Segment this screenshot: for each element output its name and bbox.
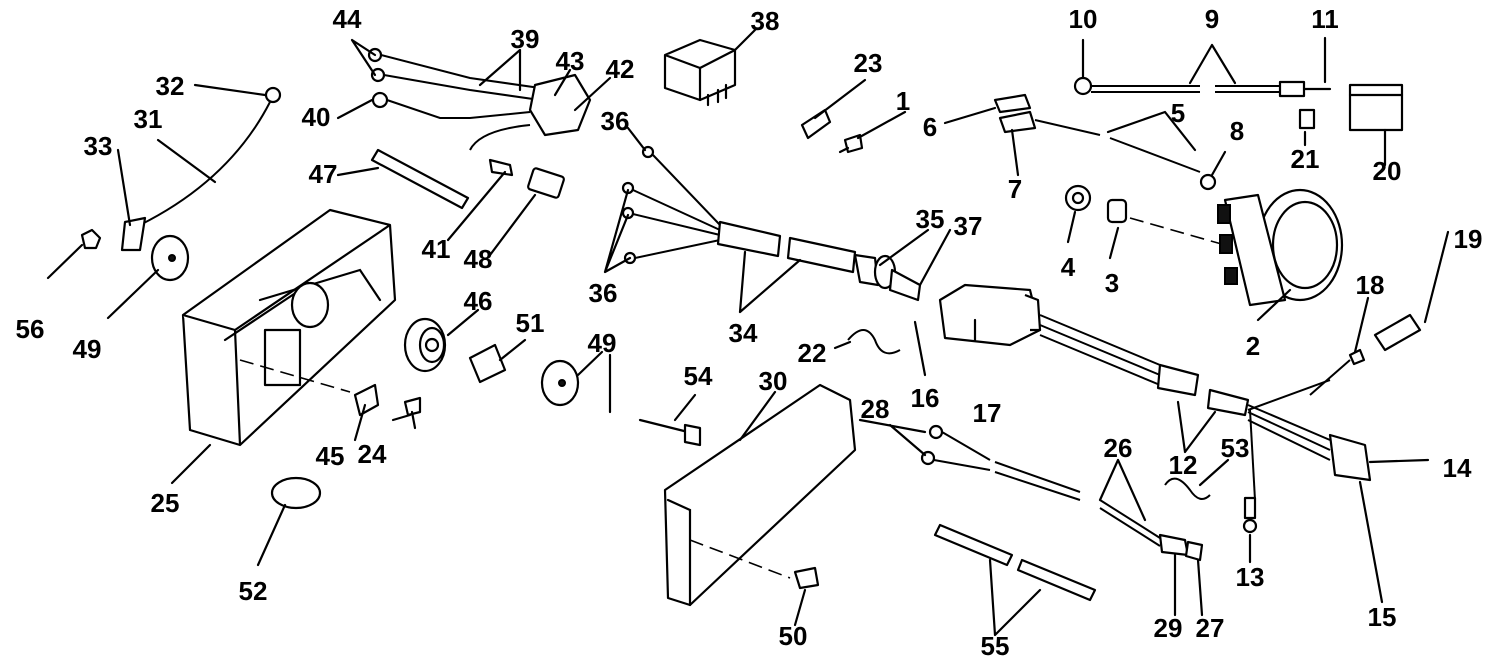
sleeves-55	[933, 523, 1097, 602]
socket-4	[1064, 184, 1092, 212]
label-45: 45	[316, 441, 345, 471]
label-22: 22	[798, 338, 827, 368]
connector-18	[1309, 348, 1366, 396]
label-47: 47	[309, 159, 338, 189]
lead-26	[920, 424, 1204, 562]
plug-16	[938, 283, 1372, 501]
label-34: 34	[729, 318, 758, 348]
screw-50	[793, 566, 820, 590]
label-51: 51	[516, 308, 545, 338]
cable-9	[1073, 76, 1332, 98]
label-35: 35	[916, 204, 945, 234]
label-2: 2	[1246, 331, 1260, 361]
washer-49-left	[150, 234, 190, 282]
label-4: 4	[1061, 252, 1076, 282]
grommet-46	[403, 317, 447, 373]
sleeve-47	[370, 148, 470, 210]
cover-30	[663, 383, 857, 607]
connector-19	[1373, 313, 1422, 352]
label-39: 39	[511, 24, 540, 54]
grommet-48	[527, 167, 565, 199]
label-40: 40	[302, 102, 331, 132]
label-32: 32	[156, 71, 185, 101]
label-37: 37	[954, 211, 983, 241]
callout-labels: 1 2 3 4 5 6 7 8 9 10 11 12 13 14 15 16 1…	[16, 4, 1483, 661]
nut-56	[80, 228, 102, 250]
label-31: 31	[134, 104, 163, 134]
connector-21	[1298, 108, 1316, 130]
cap-20	[1348, 83, 1404, 132]
label-10: 10	[1069, 4, 1098, 34]
bushing-51	[468, 343, 507, 384]
label-15: 15	[1368, 602, 1397, 632]
clip-45	[353, 383, 380, 417]
label-7: 7	[1008, 174, 1022, 204]
label-46: 46	[464, 286, 493, 316]
lead-5	[993, 93, 1217, 191]
label-19: 19	[1454, 224, 1483, 254]
label-21: 21	[1291, 144, 1320, 174]
label-55: 55	[981, 631, 1010, 661]
clip-53	[1164, 477, 1211, 500]
label-3: 3	[1105, 268, 1119, 298]
screw-24	[403, 396, 422, 430]
leader-lines	[46, 28, 1450, 637]
label-20: 20	[1373, 156, 1402, 186]
label-38: 38	[751, 6, 780, 36]
label-36-bottom: 36	[589, 278, 618, 308]
label-53: 53	[1221, 433, 1250, 463]
harness-34	[621, 145, 922, 302]
label-42: 42	[606, 54, 635, 84]
label-26: 26	[1104, 433, 1133, 463]
screw-1	[838, 133, 864, 154]
bolt-54	[638, 418, 702, 447]
label-18: 18	[1356, 270, 1385, 300]
label-54: 54	[684, 361, 713, 391]
label-30: 30	[759, 366, 788, 396]
label-5: 5	[1171, 98, 1185, 128]
label-8: 8	[1230, 116, 1244, 146]
label-17: 17	[973, 398, 1002, 428]
label-11: 11	[1311, 4, 1339, 34]
box-25	[181, 208, 397, 447]
label-12: 12	[1169, 450, 1198, 480]
label-36-top: 36	[601, 106, 630, 136]
clamp-52	[270, 476, 322, 510]
label-33: 33	[84, 131, 113, 161]
label-52: 52	[239, 576, 268, 606]
terminal-13	[1242, 496, 1258, 534]
label-13: 13	[1236, 562, 1265, 592]
bulb-3	[1106, 198, 1128, 224]
label-23: 23	[854, 48, 883, 78]
gauge-2	[1217, 188, 1344, 307]
label-49-left: 49	[73, 334, 102, 364]
clip-23	[800, 108, 832, 140]
label-1: 1	[896, 86, 910, 116]
strap-31	[120, 86, 282, 252]
harness-39	[367, 47, 592, 177]
label-24: 24	[358, 439, 387, 469]
label-50: 50	[779, 621, 808, 651]
label-56: 56	[16, 314, 45, 344]
washer-49-right	[540, 359, 580, 407]
label-9: 9	[1205, 4, 1219, 34]
label-25: 25	[151, 488, 180, 518]
label-41: 41	[422, 234, 451, 264]
label-28: 28	[861, 394, 890, 424]
label-49-right: 49	[588, 328, 617, 358]
label-44: 44	[333, 4, 362, 34]
label-14: 14	[1443, 453, 1472, 483]
relay-38	[663, 38, 737, 107]
label-16: 16	[911, 383, 940, 413]
clip-22	[847, 329, 901, 355]
label-43: 43	[556, 46, 585, 76]
label-27: 27	[1196, 613, 1225, 643]
label-48: 48	[464, 244, 493, 274]
label-29: 29	[1154, 613, 1183, 643]
label-6: 6	[923, 112, 937, 142]
